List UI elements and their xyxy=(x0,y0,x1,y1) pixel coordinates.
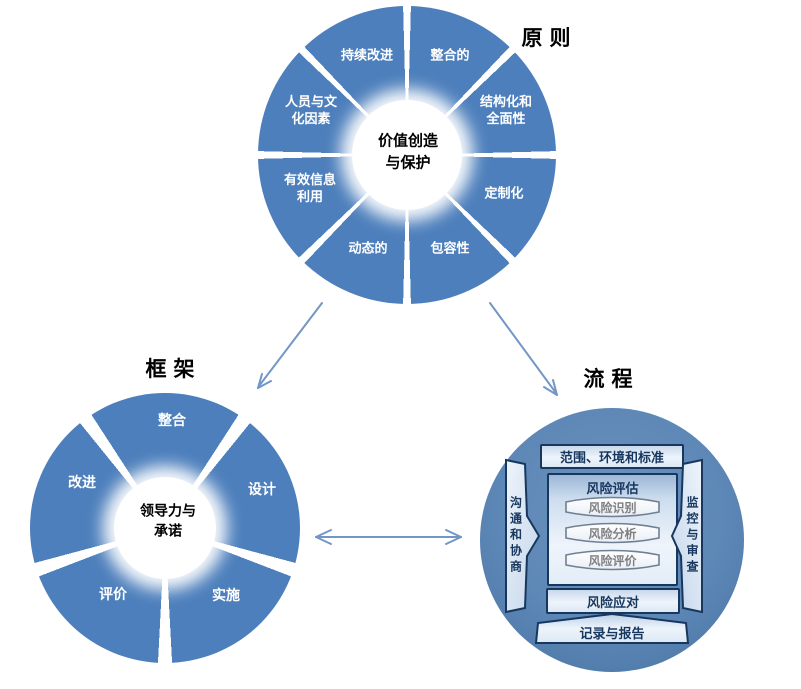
process-risk-treatment-box: 风险应对 xyxy=(546,588,680,614)
arrow-principles-to-process xyxy=(489,302,558,396)
segment-label-line: 评价 xyxy=(99,586,127,603)
principles-segment-customized: 定制化 xyxy=(484,187,523,204)
center-label-line: 与保护 xyxy=(385,153,431,171)
framework-segment-integration: 整合 xyxy=(158,412,186,430)
segment-label-line: 实施 xyxy=(212,587,240,604)
framework-segment-evaluation: 评价 xyxy=(99,586,127,604)
process-circle: 范围、环境和标准 风险评估 风险识别 风险 xyxy=(480,408,744,672)
principles-segment-human-cultural: 人员与文 化因素 xyxy=(285,95,337,129)
risk-identification-ribbon: 风险识别 xyxy=(563,495,662,519)
segment-label-line: 包容性 xyxy=(430,241,470,257)
framework-segment-improvement: 改进 xyxy=(68,474,96,492)
ribbon-shape xyxy=(565,522,660,544)
center-label-line: 领导力与 xyxy=(140,503,196,520)
principles-segment-best-information: 有效信息 利用 xyxy=(284,173,336,207)
ribbon-shape xyxy=(565,496,660,518)
segment-label-line: 动态的 xyxy=(348,241,388,257)
risk-identification-label: 风险识别 xyxy=(588,500,637,515)
framework-segment-design: 设计 xyxy=(248,481,276,499)
principles-segment-dynamic: 动态的 xyxy=(348,242,387,259)
center-label-line: 承诺 xyxy=(154,524,182,540)
principles-segment-inclusive: 包容性 xyxy=(430,242,469,259)
principles-segment-structured-comprehensive: 结构化和 全面性 xyxy=(480,95,532,129)
risk-evaluation-label: 风险评价 xyxy=(588,553,637,568)
recording-reporting-banner-shape xyxy=(534,612,690,644)
segment-label-line: 结构化和 xyxy=(479,95,533,111)
risk-evaluation-ribbon: 风险评价 xyxy=(563,548,662,572)
framework-center-label: 领导力与 承诺 xyxy=(140,502,196,543)
ribbon-shape xyxy=(565,549,660,571)
risk-assessment-title: 风险评估 xyxy=(586,482,639,497)
framework-wheel-hub xyxy=(114,477,216,579)
segment-label-line: 人员与文 xyxy=(284,95,338,111)
framework-segment-implementation: 实施 xyxy=(212,587,240,605)
arrow-framework-process-bidirectional xyxy=(315,529,462,545)
principles-segment-continual-improvement: 持续改进 xyxy=(341,49,393,66)
principles-wheel-hub xyxy=(352,100,462,210)
segment-label-line: 化因素 xyxy=(291,112,331,127)
rail-label-text: 沟通和协商 xyxy=(508,496,523,576)
communication-consultation-shape xyxy=(505,458,541,614)
rail-label-text: 监控与审查 xyxy=(685,496,699,576)
principles-segment-integrated: 整合的 xyxy=(430,49,469,66)
segment-label-line: 定制化 xyxy=(484,186,524,202)
process-title: 流程 xyxy=(583,367,640,391)
process-scope-context-criteria-box: 范围、环境和标准 xyxy=(540,444,684,469)
center-label-line: 价值创造 xyxy=(377,131,439,150)
communication-consultation-label: 沟通和协商 xyxy=(503,463,529,609)
segment-label-line: 设计 xyxy=(248,481,276,498)
framework-title: 框架 xyxy=(145,357,202,381)
risk-analysis-ribbon: 风险分析 xyxy=(563,521,662,545)
monitoring-review-label: 监控与审查 xyxy=(679,463,706,609)
segment-label-line: 整合 xyxy=(158,412,186,429)
segment-label-line: 全面性 xyxy=(486,112,526,127)
principles-center-label: 价值创造 与保护 xyxy=(378,130,438,174)
monitoring-review-shape xyxy=(671,458,703,614)
process-risk-assessment-box: 风险评估 风险识别 风险分析 xyxy=(547,473,678,586)
recording-reporting-label: 记录与报告 xyxy=(579,626,645,642)
risk-analysis-label: 风险分析 xyxy=(588,526,637,541)
segment-label-line: 有效信息 xyxy=(283,173,337,189)
principles-title: 原则 xyxy=(521,26,578,50)
segment-label-line: 利用 xyxy=(296,190,324,205)
arrow-principles-to-framework xyxy=(257,302,323,389)
segment-label-line: 持续改进 xyxy=(340,48,394,64)
segment-label-line: 改进 xyxy=(68,474,96,491)
segment-label-line: 整合的 xyxy=(430,48,470,64)
